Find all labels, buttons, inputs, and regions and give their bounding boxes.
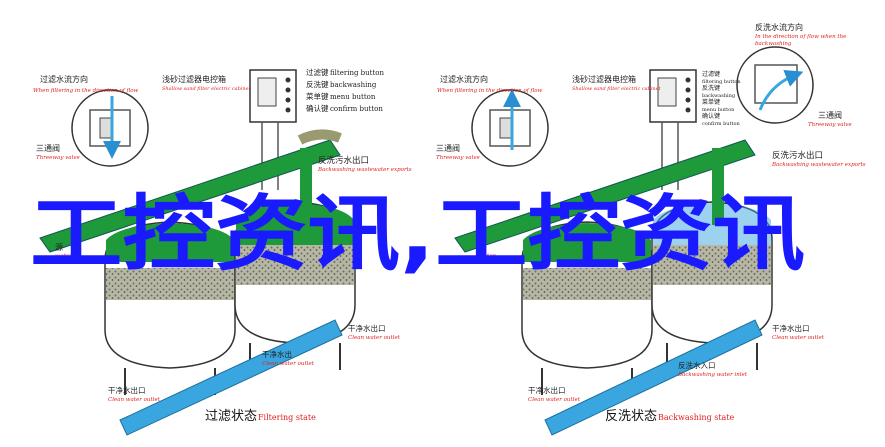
right-inlet-en: water — [478, 253, 497, 260]
right-btn2-en: backwashing — [702, 93, 736, 99]
left-valve-zh: 三通阀 — [36, 143, 60, 153]
left-cabinet-en: Shallow sand filter electric cabinet — [162, 86, 252, 92]
left-btn1-zh: 过滤键 — [306, 67, 329, 77]
right-valve-detail — [471, 89, 549, 167]
left-clean-outlet2-en: Clean water outlet — [262, 361, 315, 367]
right-clean-outlet-en: Clean water outlet — [772, 335, 825, 341]
right-btn1-zh: 过滤键 — [702, 70, 720, 78]
right-backwash-in-en: Backwashing water inlet — [677, 372, 748, 378]
left-panel — [39, 69, 356, 436]
right-backwash-in-zh: 反洗水入口 — [678, 360, 716, 370]
left-clean-outlet-zh: 干净水出口 — [348, 323, 386, 333]
right-backwash-out-zh: 反洗污水出口 — [772, 150, 823, 161]
left-clean-outlet-en: Clean water outlet — [348, 335, 401, 341]
left-caption-zh: 过滤状态 — [205, 409, 257, 424]
left-btn2-en: backwashing — [330, 81, 377, 89]
watermark-text: 工控资讯,工控资讯 — [30, 187, 805, 282]
left-btn4-zh: 确认键 — [306, 103, 329, 113]
left-tank-1 — [104, 221, 236, 395]
right-btn4-en: confirm button — [702, 121, 741, 127]
left-blue-pipe — [119, 319, 343, 436]
left-clean-outlet2-zh: 干净水出 — [262, 349, 292, 359]
right-valve-zh: 三通阀 — [436, 143, 460, 153]
right-control-cabinet — [649, 69, 697, 190]
left-bottom-outlet-zh: 干净水出口 — [108, 385, 146, 395]
right-inlet-zh: 源 — [478, 243, 486, 252]
right-flow-label-zh: 过滤水流方向 — [440, 74, 488, 84]
left-btn3-zh: 菜单键 — [306, 91, 329, 101]
right-reverse-en1: In the direction of flow when the — [754, 34, 847, 40]
right-clean-outlet-zh: 干净水出口 — [772, 323, 810, 333]
left-btn3-en: menu button — [330, 93, 376, 101]
right-tank-2 — [651, 201, 773, 370]
left-flow-label-en: When filtering in the direction of flow — [33, 88, 139, 94]
right-cabinet-en: Shallow sand filter electric cabinet — [572, 86, 662, 92]
right-btn4-zh: 确认键 — [702, 112, 720, 120]
left-flow-label-zh: 过滤水流方向 — [40, 74, 88, 84]
right-bottom-outlet-zh: 干净水出口 — [528, 385, 566, 395]
right-bottom-outlet-en: Clean water outlet — [528, 397, 581, 403]
left-btn4-en: confirm button — [330, 105, 383, 113]
left-backwash-out-zh: 反洗污水出口 — [318, 155, 369, 166]
right-btn2-zh: 反洗键 — [702, 84, 720, 92]
right-btn3-en: menu button — [702, 107, 735, 113]
right-btn3-zh: 菜单键 — [702, 98, 720, 106]
right-flow-label-en: When filtering in the direction of flow — [437, 88, 543, 94]
left-tank-2 — [234, 201, 356, 370]
left-valve-en: Threeway valve — [36, 155, 80, 161]
left-inlet-en: water — [55, 253, 74, 260]
left-valve-detail — [71, 89, 149, 167]
left-caption-en: Filtering state — [258, 413, 316, 422]
right-tank-1 — [521, 221, 653, 395]
right-backwash-out-en: Backwashing wastewater exports — [771, 162, 866, 168]
left-backwash-out-en: Backwashing wastewater exports — [317, 167, 412, 173]
right-valve2-zh: 三通阀 — [818, 110, 842, 120]
left-btn2-zh: 反洗键 — [306, 79, 329, 89]
right-btn1-en: filtering button — [702, 79, 741, 85]
left-green-pipe — [39, 139, 341, 253]
right-green-pipe — [454, 139, 756, 253]
right-valve-detail-2 — [736, 46, 814, 124]
right-panel — [454, 46, 814, 436]
right-cabinet-zh: 浅砂过滤器电控箱 — [572, 74, 636, 84]
right-reverse-zh: 反洗水流方向 — [755, 22, 803, 32]
left-cabinet-zh: 浅砂过滤器电控箱 — [162, 74, 226, 84]
right-caption-zh: 反洗状态 — [605, 409, 657, 424]
right-caption-en: Backwashing state — [658, 413, 735, 422]
right-valve-en: Threeway valve — [436, 155, 480, 161]
left-bottom-outlet-en: Clean water outlet — [108, 397, 161, 403]
right-valve2-en: Threeway valve — [808, 122, 852, 128]
left-btn1-en: filtering button — [330, 69, 384, 77]
left-inlet-zh: 源 — [55, 243, 63, 252]
right-reverse-en2: backwashing — [755, 41, 792, 47]
right-blue-pipe — [544, 319, 763, 436]
